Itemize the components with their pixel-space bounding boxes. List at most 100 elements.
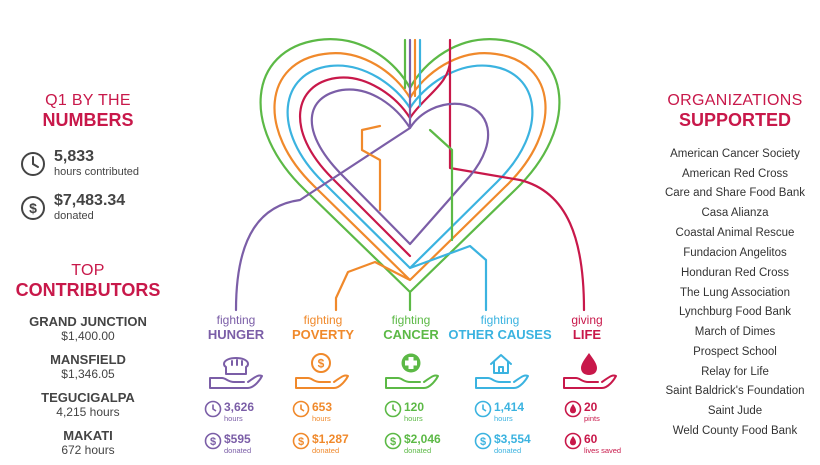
hours-contributed-label: hours contributed bbox=[54, 166, 139, 178]
house-hand-icon bbox=[475, 354, 529, 389]
clock-icon bbox=[292, 400, 310, 418]
heart-line-blue bbox=[286, 64, 534, 312]
dollar-icon: $ bbox=[474, 432, 492, 450]
category-life-lives: 60 lives saved bbox=[564, 432, 634, 462]
org-item: Lynchburg Food Bank bbox=[678, 306, 792, 318]
contributor-tegucigalpa: TEGUCIGALPA 4,215 hours bbox=[0, 390, 176, 419]
org-item: Fundacion Angelitos bbox=[683, 247, 787, 259]
clock-icon bbox=[384, 400, 402, 418]
org-item: American Cancer Society bbox=[670, 148, 800, 160]
category-life-pints: 20 pints bbox=[564, 400, 634, 430]
svg-text:$: $ bbox=[390, 436, 396, 448]
medical-cross-hand-icon bbox=[385, 353, 439, 389]
category-other-big: OTHER CAUSES bbox=[448, 327, 552, 342]
contributor-makati: MAKATI 672 hours bbox=[0, 428, 176, 457]
category-other-donated: $ $3,554 donated bbox=[474, 432, 544, 462]
hours-contributed-stat: 5,833 hours contributed bbox=[20, 148, 180, 180]
org-item: Casa Alianza bbox=[701, 207, 769, 219]
category-other-hours-label: hours bbox=[494, 414, 513, 423]
svg-text:$: $ bbox=[210, 436, 216, 448]
category-hunger-small: fighting bbox=[216, 313, 256, 327]
category-other-small: fighting bbox=[480, 313, 520, 327]
contributor-value: $1,400.00 bbox=[61, 329, 115, 343]
hours-contributed-value: 5,833 bbox=[54, 148, 95, 165]
org-item: The Lung Association bbox=[680, 287, 790, 299]
q1-title: Q1 BY THE NUMBERS bbox=[0, 92, 176, 131]
org-item: Saint Baldrick's Foundation bbox=[665, 385, 805, 397]
organizations-title-line2: SUPPORTED bbox=[678, 110, 792, 130]
org-item: Relay for Life bbox=[701, 366, 769, 378]
category-cancer-hours: 120 hours bbox=[384, 400, 450, 430]
category-poverty-hours-value: 653 bbox=[312, 400, 333, 414]
category-cancer-donated-label: donated bbox=[404, 446, 432, 455]
total-donated-label: donated bbox=[54, 210, 94, 222]
contributor-value: 672 hours bbox=[61, 443, 115, 457]
category-hunger-big: HUNGER bbox=[207, 327, 265, 342]
category-other-donated-label: donated bbox=[494, 446, 522, 455]
clock-icon bbox=[21, 152, 45, 176]
heart-line-crimson bbox=[298, 38, 586, 312]
category-life-big: LIFE bbox=[572, 327, 602, 342]
svg-text:$: $ bbox=[29, 200, 37, 216]
category-life-lives-label: lives saved bbox=[584, 446, 622, 455]
category-cancer-donated-value: $2,046 bbox=[404, 432, 441, 446]
org-item: Saint Jude bbox=[707, 405, 763, 417]
contributor-value: $1,346.05 bbox=[61, 367, 115, 381]
q1-title-line1: Q1 BY THE bbox=[45, 92, 131, 109]
blood-drop-icon bbox=[564, 400, 582, 418]
top-contributors-title: TOP CONTRIBUTORS bbox=[0, 262, 176, 301]
org-item: Care and Share Food Bank bbox=[664, 187, 805, 199]
org-item: Weld County Food Bank bbox=[672, 425, 798, 437]
category-other-title: fighting OTHER CAUSES bbox=[444, 313, 556, 342]
blood-drop-icon bbox=[564, 432, 582, 450]
coin-hand-icon: $ bbox=[295, 353, 349, 389]
contributor-name: MANSFIELD bbox=[50, 352, 126, 367]
category-poverty-hours-label: hours bbox=[312, 414, 331, 423]
top-contributors-line2: CONTRIBUTORS bbox=[15, 280, 161, 300]
category-poverty-donated-value: $1,287 bbox=[312, 432, 349, 446]
category-other-hours-value: 1,414 bbox=[494, 400, 525, 414]
category-cancer-hours-value: 120 bbox=[404, 400, 425, 414]
total-donated-value: $7,483.34 bbox=[54, 192, 126, 209]
contributor-grand-junction: GRAND JUNCTION $1,400.00 bbox=[0, 314, 176, 343]
clock-icon bbox=[204, 400, 222, 418]
category-cancer-title: fighting CANCER bbox=[376, 313, 446, 342]
org-item: Coastal Animal Rescue bbox=[675, 227, 795, 239]
dollar-icon: $ bbox=[204, 432, 222, 450]
category-poverty-donated-label: donated bbox=[312, 446, 340, 455]
heart-line-purple bbox=[234, 38, 490, 312]
category-hunger-hours-label: hours bbox=[224, 414, 243, 423]
dollar-icon: $ bbox=[384, 432, 402, 450]
category-cancer-hours-label: hours bbox=[404, 414, 423, 423]
category-hunger-donated: $ $595 donated bbox=[204, 432, 274, 462]
category-hunger-hours-value: 3,626 bbox=[224, 400, 255, 414]
contributor-name: MAKATI bbox=[63, 428, 113, 443]
category-cancer-big: CANCER bbox=[383, 327, 439, 342]
org-item: Prospect School bbox=[693, 346, 777, 358]
org-item: Honduran Red Cross bbox=[680, 267, 790, 279]
category-hunger-title: fighting HUNGER bbox=[190, 313, 282, 342]
category-hunger-donated-label: donated bbox=[224, 446, 252, 455]
category-poverty-hours: 653 hours bbox=[292, 400, 358, 430]
org-item: American Red Cross bbox=[681, 168, 789, 180]
category-life-lives-value: 60 bbox=[584, 432, 598, 446]
organizations-title: ORGANIZATIONS SUPPORTED bbox=[650, 92, 820, 131]
svg-text:$: $ bbox=[318, 357, 325, 371]
category-other-donated-value: $3,554 bbox=[494, 432, 531, 446]
clock-icon bbox=[474, 400, 492, 418]
category-hunger-donated-value: $595 bbox=[224, 432, 251, 446]
category-cancer-donated: $ $2,046 donated bbox=[384, 432, 450, 462]
category-life-title: giving LIFE bbox=[558, 313, 616, 342]
org-item: March of Dimes bbox=[694, 326, 776, 338]
category-hunger-hours: 3,626 hours bbox=[204, 400, 274, 430]
organizations-title-line1: ORGANIZATIONS bbox=[667, 92, 803, 109]
category-other-hours: 1,414 hours bbox=[474, 400, 544, 430]
dollar-icon: $ bbox=[21, 196, 45, 220]
dollar-icon: $ bbox=[292, 432, 310, 450]
top-contributors-line1: TOP bbox=[71, 262, 105, 279]
category-poverty-title: fighting POVERTY bbox=[286, 313, 360, 342]
category-life-pints-label: pints bbox=[584, 414, 600, 423]
contributor-mansfield: MANSFIELD $1,346.05 bbox=[0, 352, 176, 381]
category-life-pints-value: 20 bbox=[584, 400, 598, 414]
